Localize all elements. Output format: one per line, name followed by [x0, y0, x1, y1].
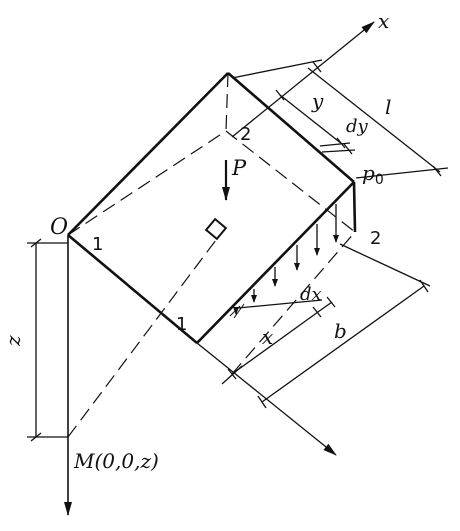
ext-line-top: [231, 59, 323, 79]
upper-dimensions: [231, 59, 449, 179]
z-dimension: [27, 238, 68, 442]
ext-b-right: [339, 243, 431, 287]
label-dim-y: y: [311, 89, 324, 113]
ext-dy-2: [321, 149, 356, 153]
lower-dimensions: [221, 243, 431, 409]
tick-dx-right: [326, 296, 336, 308]
label-pressure-p0: p0: [362, 161, 384, 188]
label-dim-l: l: [385, 95, 391, 119]
tick-dy: [343, 143, 353, 155]
label-point-M: M(0,0,z): [73, 449, 159, 473]
label-corner-1-left: 1: [92, 234, 103, 255]
hidden-back-edge-2: [225, 130, 356, 233]
footing-outline: [67, 72, 357, 344]
label-axis-z: z: [1, 335, 25, 347]
dim-l: [307, 67, 441, 173]
tick-y-top: [275, 89, 285, 101]
hidden-lines: [67, 72, 356, 438]
dim-dx: [317, 301, 333, 313]
tick-b-left: [257, 395, 267, 409]
label-axis-x: x: [378, 9, 389, 33]
edge-left-bottom: [67, 234, 198, 344]
hidden-diagonal-M: [67, 239, 217, 438]
label-dim-dy: dy: [346, 116, 369, 137]
label-dim-dx: dx: [300, 284, 322, 305]
dim-b: [261, 285, 425, 403]
hidden-diagonal-O: [67, 130, 227, 236]
tick-y-bot: [336, 137, 346, 149]
ext-line-right: [355, 167, 449, 179]
x-axis: [231, 21, 375, 138]
label-dim-b: b: [334, 319, 347, 343]
label-corner-1-bottom: 1: [176, 314, 187, 335]
ext-dy-1: [319, 142, 351, 147]
label-origin-O: O: [50, 215, 68, 240]
label-pressure-p: p: [362, 161, 375, 185]
edge-load-right: [352, 181, 357, 233]
tick-b-right: [419, 279, 429, 293]
hidden-vertical: [225, 72, 229, 132]
edge-top-right: [227, 72, 355, 183]
tick-x-right: [312, 306, 322, 318]
tick-l-top: [312, 61, 322, 73]
dim-y: [279, 94, 343, 145]
ext-dx: [237, 299, 323, 309]
label-dim-x: x: [262, 325, 273, 349]
label-corner-2-top: 2: [240, 124, 251, 145]
tick-l-bot: [432, 165, 442, 177]
tick-x-left: [227, 368, 237, 380]
label-pressure-sub: 0: [375, 172, 384, 188]
load-element-square: [204, 217, 228, 241]
load-arrows: [233, 204, 339, 315]
label-corner-2-right: 2: [370, 228, 381, 249]
label-load-P: P: [231, 156, 247, 180]
edge-top-left: [67, 72, 229, 236]
edge-bottom-slope: [196, 181, 355, 344]
dim-x: [231, 311, 319, 375]
